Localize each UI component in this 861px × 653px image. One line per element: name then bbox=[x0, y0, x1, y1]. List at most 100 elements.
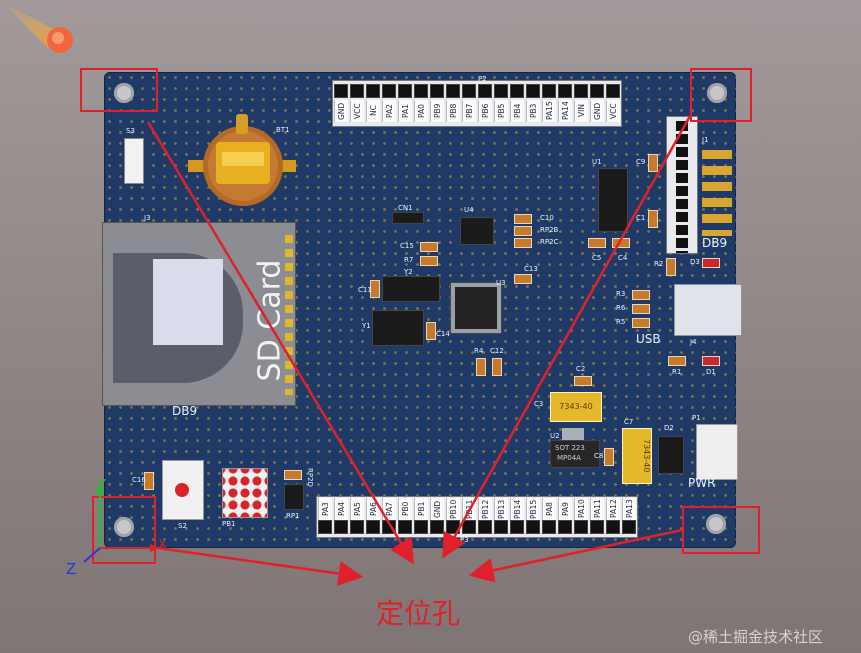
p2-pin[interactable] bbox=[590, 84, 604, 98]
u4-label: U4 bbox=[464, 206, 474, 214]
ic-u1[interactable] bbox=[598, 168, 628, 232]
p2-pin[interactable] bbox=[558, 84, 572, 98]
u2-label: U2 bbox=[550, 432, 560, 440]
p2-pin[interactable] bbox=[462, 84, 476, 98]
power-connector-p1[interactable] bbox=[696, 424, 738, 480]
ic-u4[interactable] bbox=[460, 217, 494, 245]
cap-c7[interactable]: 7343-40 bbox=[622, 428, 652, 484]
usb-label: USB bbox=[636, 332, 661, 346]
led-d3[interactable] bbox=[702, 258, 720, 268]
axis-gizmo bbox=[83, 484, 160, 563]
cap-c3[interactable]: 7343-40 bbox=[550, 392, 602, 422]
p3-pin[interactable] bbox=[414, 520, 428, 534]
p2-pin[interactable] bbox=[446, 84, 460, 98]
cap-c16[interactable] bbox=[144, 472, 154, 490]
s2-label: S2 bbox=[178, 522, 187, 530]
p2-pin[interactable] bbox=[478, 84, 492, 98]
cap-c2[interactable] bbox=[574, 376, 592, 386]
res-rp2d[interactable] bbox=[284, 470, 302, 480]
cap-c13[interactable] bbox=[514, 274, 532, 284]
cap-c14[interactable] bbox=[426, 322, 436, 340]
p3-pin[interactable] bbox=[510, 520, 524, 534]
p2-pin[interactable] bbox=[350, 84, 364, 98]
d1-label: D1 bbox=[706, 368, 716, 376]
mcu-u3[interactable] bbox=[450, 282, 502, 334]
switch-pb1[interactable] bbox=[222, 468, 268, 518]
cap-c9[interactable] bbox=[648, 154, 658, 172]
j3-label: J3 bbox=[144, 214, 151, 222]
p3-pin[interactable] bbox=[430, 520, 444, 534]
p3-pin[interactable] bbox=[366, 520, 380, 534]
usb-connector-j4[interactable] bbox=[674, 284, 742, 336]
p2-pin[interactable] bbox=[398, 84, 412, 98]
diode-d2[interactable] bbox=[658, 436, 684, 474]
p2-pin[interactable] bbox=[494, 84, 508, 98]
p3-pin[interactable] bbox=[542, 520, 556, 534]
p2-pin[interactable] bbox=[574, 84, 588, 98]
p2-pin[interactable] bbox=[382, 84, 396, 98]
r4-label: R4 bbox=[474, 347, 484, 355]
p3-pin[interactable] bbox=[574, 520, 588, 534]
p3-pin[interactable] bbox=[622, 520, 636, 534]
p2-pin[interactable] bbox=[542, 84, 556, 98]
res-r1[interactable] bbox=[668, 356, 686, 366]
led-d1[interactable] bbox=[702, 356, 720, 366]
cap-c5[interactable] bbox=[588, 238, 606, 248]
mounting-hole-top-right[interactable] bbox=[707, 83, 727, 103]
cap-c11[interactable] bbox=[370, 280, 380, 298]
switch-s3[interactable] bbox=[124, 138, 144, 184]
p3-pin[interactable] bbox=[558, 520, 572, 534]
mounting-hole-bottom-right[interactable] bbox=[706, 514, 726, 534]
p3-pin[interactable] bbox=[590, 520, 604, 534]
battery-holder[interactable] bbox=[188, 112, 298, 212]
c12-label: C12 bbox=[490, 347, 504, 355]
p2-pin[interactable] bbox=[510, 84, 524, 98]
mounting-hole-top-left[interactable] bbox=[114, 83, 134, 103]
c8-label: C8 bbox=[594, 452, 604, 460]
p3-pin[interactable] bbox=[526, 520, 540, 534]
res-rp2c[interactable] bbox=[514, 238, 532, 248]
p2-pin[interactable] bbox=[430, 84, 444, 98]
r7-label: R7 bbox=[404, 256, 414, 264]
c7-label: C7 bbox=[624, 418, 634, 426]
r2-label: R2 bbox=[654, 260, 664, 268]
res-r2[interactable] bbox=[666, 258, 676, 276]
resistor-pack-rp1[interactable] bbox=[284, 484, 304, 510]
highlight-top-left bbox=[80, 68, 158, 112]
p3-pin[interactable] bbox=[478, 520, 492, 534]
cap-c12[interactable] bbox=[492, 358, 502, 376]
p3-pin[interactable] bbox=[494, 520, 508, 534]
res-r3[interactable] bbox=[632, 290, 650, 300]
p3-pin[interactable] bbox=[398, 520, 412, 534]
p2-pin[interactable] bbox=[526, 84, 540, 98]
res-r6[interactable] bbox=[632, 304, 650, 314]
res-r5[interactable] bbox=[632, 318, 650, 328]
res-r4[interactable] bbox=[476, 358, 486, 376]
res-r7[interactable] bbox=[420, 256, 438, 266]
p2-pin[interactable] bbox=[334, 84, 348, 98]
p2-pin[interactable] bbox=[414, 84, 428, 98]
cap-c15[interactable] bbox=[420, 242, 438, 252]
p3-pin[interactable] bbox=[606, 520, 620, 534]
p3-pin[interactable] bbox=[318, 520, 332, 534]
regulator-u2[interactable]: SOT 223 MP04A bbox=[550, 440, 600, 468]
p2-pin[interactable] bbox=[366, 84, 380, 98]
res-rp2b[interactable] bbox=[514, 226, 532, 236]
mounting-hole-bottom-left[interactable] bbox=[114, 517, 134, 537]
p3-pin[interactable] bbox=[462, 520, 476, 534]
axis-x-label: X bbox=[158, 538, 167, 553]
button-s2[interactable] bbox=[162, 460, 204, 520]
header-p2[interactable] bbox=[332, 80, 622, 127]
crystal-y1[interactable] bbox=[372, 310, 424, 346]
p2-pin[interactable] bbox=[606, 84, 620, 98]
c4-label: C4 bbox=[618, 254, 628, 262]
header-j1[interactable] bbox=[666, 116, 698, 254]
p3-pin[interactable] bbox=[334, 520, 348, 534]
s3-label: S3 bbox=[126, 127, 135, 135]
p3-pin[interactable] bbox=[350, 520, 364, 534]
crystal-y2[interactable] bbox=[382, 276, 440, 302]
cap-c1[interactable] bbox=[648, 210, 658, 228]
cap-c10[interactable] bbox=[514, 214, 532, 224]
cap-c8[interactable] bbox=[604, 448, 614, 466]
connector-cn1[interactable] bbox=[392, 212, 424, 224]
